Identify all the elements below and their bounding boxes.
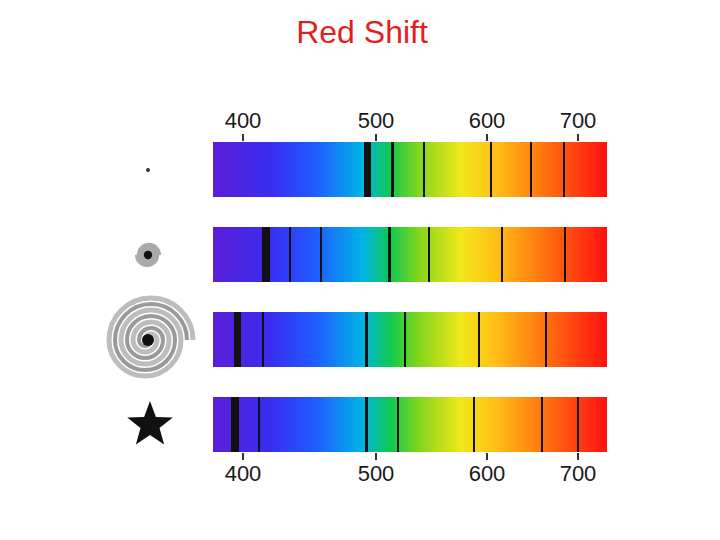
- absorption-lines: [364, 142, 565, 197]
- absorption-lines: [234, 312, 547, 367]
- diagram-title: Red Shift: [296, 14, 428, 51]
- small-spiral-galaxy: [136, 244, 159, 266]
- wavelength-label: 500: [358, 108, 395, 134]
- star-symbol: [127, 401, 173, 444]
- wavelength-label: 700: [560, 108, 597, 134]
- absorption-lines: [231, 397, 579, 452]
- spectrum-bar: [213, 312, 607, 367]
- wavelength-label: 600: [469, 108, 506, 134]
- wavelength-label: 600: [469, 461, 506, 487]
- wavelength-label: 400: [225, 461, 262, 487]
- spectrum-bar: [213, 227, 607, 282]
- distant-galaxy-dot: [146, 168, 150, 172]
- spectrum-bar: [213, 142, 607, 197]
- large-spiral-galaxy: [109, 298, 193, 376]
- wavelength-label: 500: [358, 461, 395, 487]
- absorption-lines: [262, 227, 566, 282]
- wavelength-label: 700: [560, 461, 597, 487]
- spectrum-bar: [213, 397, 607, 452]
- wavelength-label: 400: [225, 108, 262, 134]
